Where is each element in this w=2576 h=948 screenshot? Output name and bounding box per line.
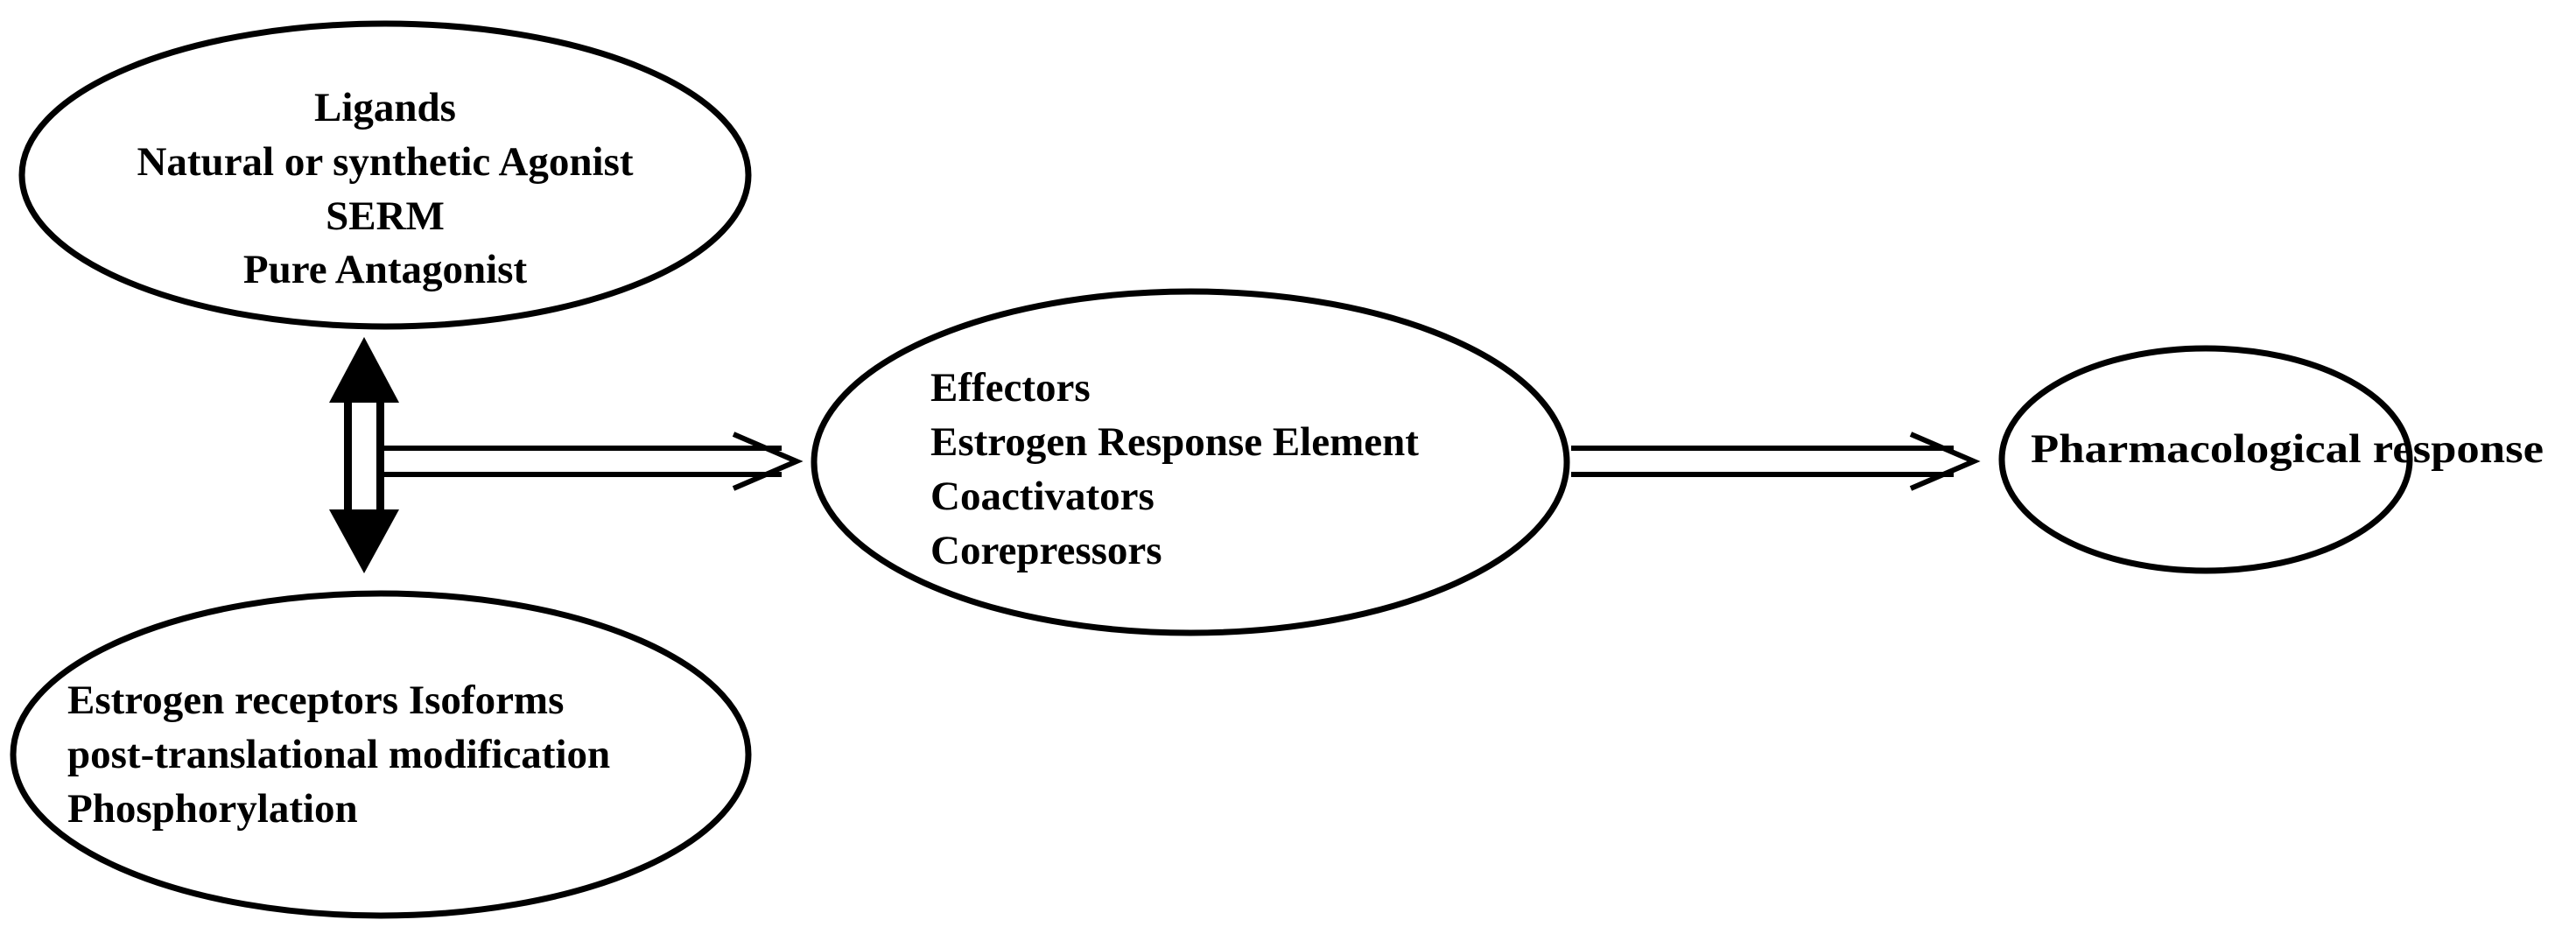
node-ligands: Ligands Natural or synthetic Agonist SER… [18, 20, 752, 330]
node-ligands-shape [18, 20, 752, 330]
node-effectors-line-4: Corepressors [930, 528, 1162, 573]
edge-ligands-receptors [329, 337, 399, 573]
node-response-line-1: Pharmacological response [2031, 426, 2544, 472]
node-receptors-shape [10, 590, 752, 919]
node-effectors-shape [811, 288, 1570, 636]
node-ligands-line-4: Pure Antagonist [243, 247, 528, 292]
node-response-shape [1998, 345, 2413, 574]
edge-to-response [1571, 432, 1981, 491]
node-receptors-line-1: Estrogen receptors Isoforms [67, 678, 564, 723]
arrow-head-down [329, 509, 399, 573]
node-effectors-line-3: Coactivators [930, 474, 1155, 519]
node-effectors: Effectors Estrogen Response Element Coac… [811, 288, 1570, 636]
node-ligands-line-2: Natural or synthetic Agonist [137, 139, 633, 185]
node-response: Pharmacological response [1998, 345, 2544, 574]
arrow-head-right [732, 432, 804, 491]
arrow-shaft-right [376, 401, 384, 511]
node-ligands-line-3: SERM [326, 193, 445, 239]
node-receptors-line-2: post-translational modification [67, 732, 610, 777]
arrow-head-right [1909, 432, 1981, 491]
node-receptors: Estrogen receptors Isoforms post-transla… [10, 590, 752, 919]
node-ligands-line-1: Ligands [314, 85, 456, 130]
node-effectors-line-2: Estrogen Response Element [930, 419, 1419, 465]
arrow-head-up [329, 337, 399, 403]
arrow-shaft-left [344, 401, 352, 511]
node-effectors-line-1: Effectors [930, 365, 1091, 411]
edge-to-effectors [379, 432, 804, 491]
node-receptors-line-3: Phosphorylation [67, 786, 358, 832]
